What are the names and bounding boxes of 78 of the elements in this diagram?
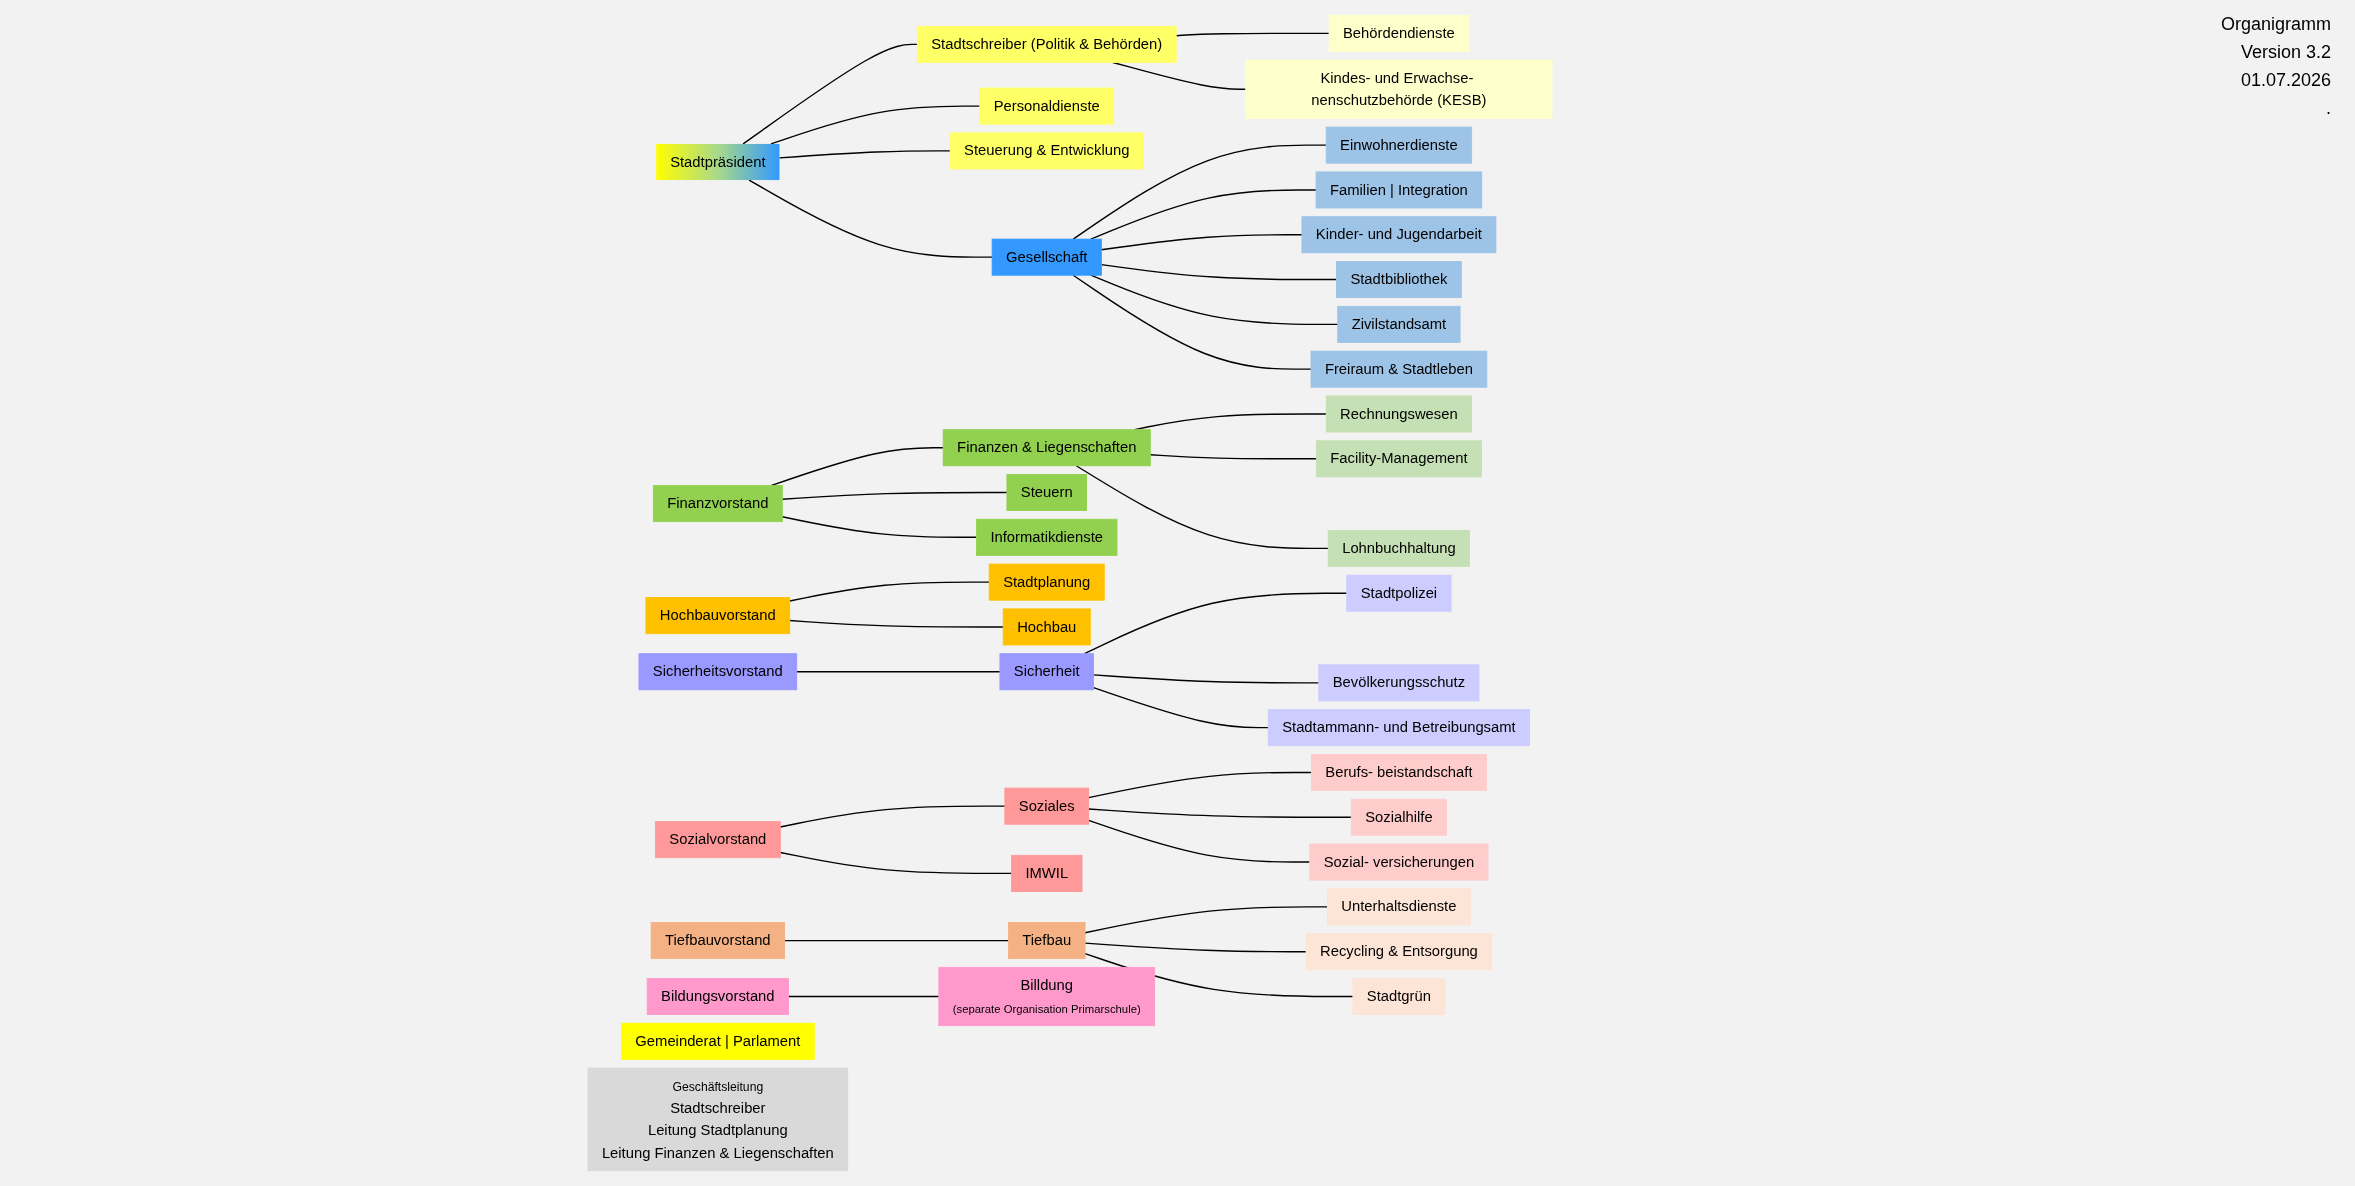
node-box: Kindes- und Erwachse- nenschutzbehörde (KESB) bbox=[1245, 59, 1553, 119]
connector bbox=[1087, 771, 1313, 799]
connector bbox=[781, 516, 978, 538]
node-box: Sicherheitsvorstand bbox=[638, 653, 798, 691]
node-box: Berufs- beistandschaft bbox=[1310, 753, 1487, 791]
node-box: Hochbau bbox=[1002, 608, 1091, 646]
connector bbox=[787, 995, 940, 998]
connector bbox=[1084, 952, 1354, 998]
node-box: Stadtpräsident bbox=[656, 143, 780, 181]
node-box: Stadtplanung bbox=[988, 563, 1105, 601]
connector bbox=[1175, 32, 1330, 37]
node-box: Stadtpolizei bbox=[1346, 574, 1452, 612]
node-box: Bevölkerungsschutz bbox=[1318, 664, 1480, 702]
node-box: Stadtgrün bbox=[1352, 978, 1446, 1015]
connector bbox=[1100, 234, 1303, 251]
node-box: Informatikdienste bbox=[976, 518, 1118, 556]
node-box: Unterhaltsdienste bbox=[1327, 888, 1471, 926]
node-box: Steuerung & Entwicklung bbox=[949, 132, 1144, 170]
node-box: Tiefbau bbox=[1008, 922, 1086, 960]
connector bbox=[1083, 592, 1348, 655]
connector bbox=[781, 491, 1008, 500]
node-box: Freiraum & Stadtleben bbox=[1310, 350, 1488, 388]
node-box: Facility-Management bbox=[1315, 440, 1482, 478]
node-box: Finanzen & Liegenschaften bbox=[942, 429, 1151, 467]
node-box: Gemeinderat | Parlament bbox=[621, 1022, 815, 1060]
document-type-label: Organigramm bbox=[2220, 13, 2331, 36]
node-box: Stadtammann- und Betreibungsamt bbox=[1267, 709, 1530, 747]
connector bbox=[1075, 465, 1329, 550]
connector bbox=[779, 851, 1013, 875]
connector bbox=[1084, 942, 1307, 953]
connector bbox=[1072, 274, 1312, 370]
version-label: Version 3.2 bbox=[2240, 41, 2331, 64]
node-box: Tiefbauvorstand bbox=[650, 922, 785, 960]
node-box: Rechnungswesen bbox=[1325, 395, 1473, 433]
connector bbox=[783, 939, 1010, 942]
connector bbox=[796, 671, 1001, 673]
node-box: Personaldienste bbox=[979, 87, 1115, 125]
node-box: Sozialhilfe bbox=[1350, 798, 1447, 836]
connector bbox=[1149, 454, 1318, 460]
node-box: Bildungsvorstand bbox=[646, 978, 789, 1015]
node-box: Finanzvorstand bbox=[652, 485, 783, 523]
node-box: Stadtbibliothek bbox=[1336, 261, 1462, 299]
node-box: Kinder- und Jugendarbeit bbox=[1301, 216, 1497, 254]
connector bbox=[789, 619, 1004, 628]
date-label: 01.07.2026 bbox=[2240, 69, 2331, 92]
node-box: Behördendienste bbox=[1328, 14, 1470, 52]
node-box: IMWIL bbox=[1011, 854, 1083, 892]
connector bbox=[1090, 189, 1317, 240]
connector bbox=[1072, 144, 1327, 240]
connector bbox=[1090, 274, 1339, 326]
connector bbox=[1092, 674, 1320, 684]
node-box: Billdung (separate Organisation Primarschule) bbox=[938, 966, 1156, 1027]
connector bbox=[778, 150, 951, 159]
node-box: Lohnbuchhaltung bbox=[1327, 529, 1471, 567]
node-box: Familien | Integration bbox=[1315, 171, 1483, 209]
connector bbox=[1087, 808, 1352, 818]
connector bbox=[1100, 263, 1338, 281]
dot-text: . bbox=[2326, 97, 2331, 120]
connector bbox=[789, 581, 990, 602]
node-box: Zivilstandsamt bbox=[1337, 305, 1461, 343]
node-box: Recycling & Entsorgung bbox=[1305, 933, 1493, 971]
connector bbox=[1087, 819, 1311, 863]
node-box: Einwohnerdienste bbox=[1325, 126, 1473, 164]
connector bbox=[779, 805, 1006, 828]
node-box: Hochbauvorstand bbox=[645, 597, 791, 635]
node-box: Sozialvorstand bbox=[654, 821, 781, 859]
node-box: Sozial- versicherungen bbox=[1309, 843, 1489, 881]
node-box: Geschäftsleitung Stadtschreiber Leitung Stadtplanung Leitung Finanzen & Liegenschaften bbox=[587, 1067, 849, 1172]
node-box: Stadtschreiber (Politik & Behörden) bbox=[916, 25, 1177, 63]
connector bbox=[770, 105, 981, 145]
connector bbox=[742, 43, 918, 145]
connector bbox=[1092, 686, 1269, 729]
node-box: Soziales bbox=[1004, 787, 1090, 825]
connector bbox=[748, 179, 993, 258]
node-box: Steuern bbox=[1006, 474, 1087, 511]
node-box: Sicherheit bbox=[999, 653, 1094, 691]
connector bbox=[1084, 906, 1329, 934]
node-box: Gesellschaft bbox=[991, 238, 1102, 276]
